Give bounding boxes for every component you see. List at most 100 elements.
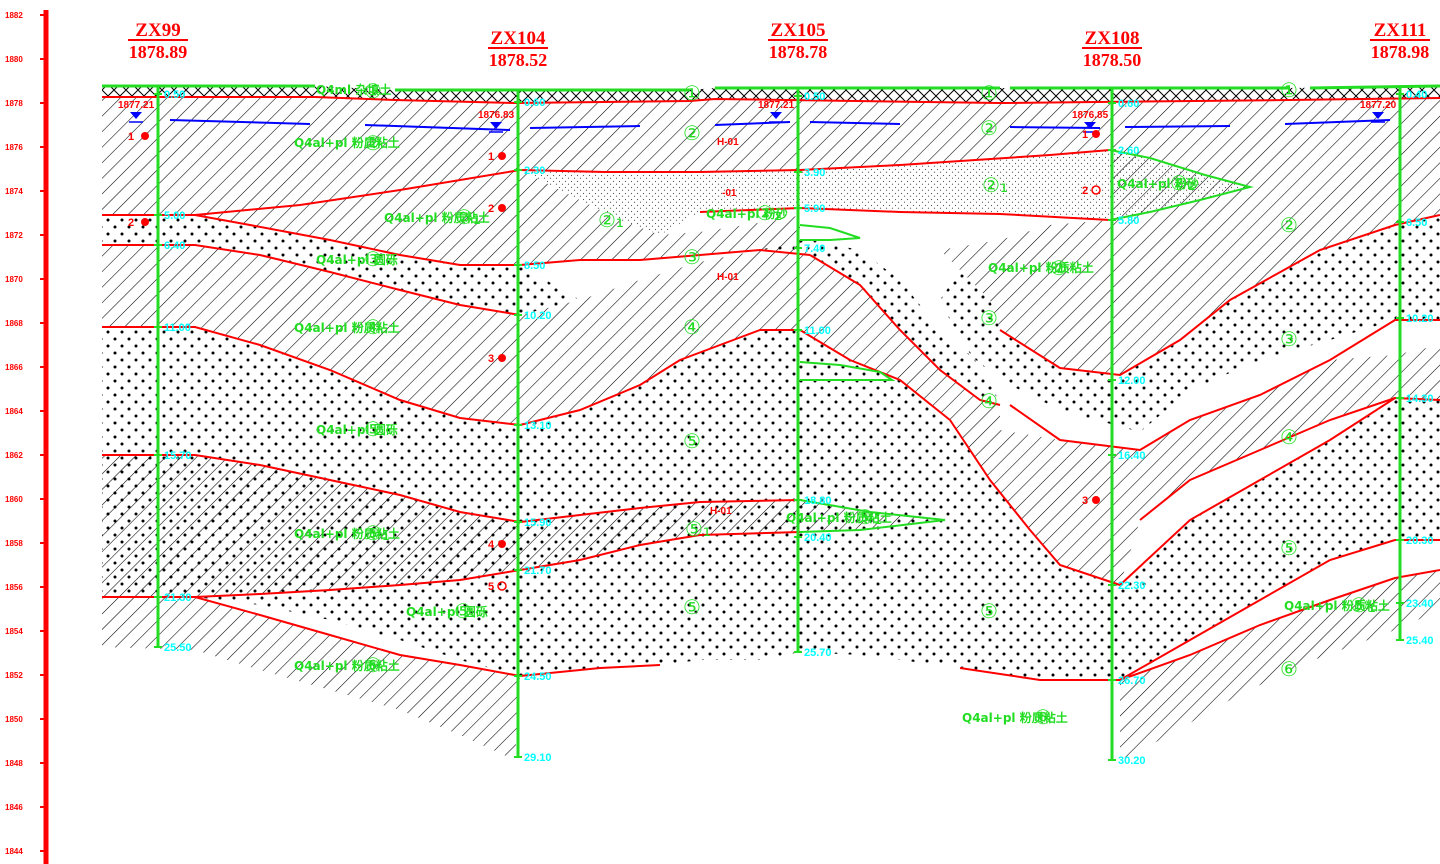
scale-tick-label: 1870: [5, 275, 23, 284]
num-layer-1c: ①: [980, 81, 998, 105]
label-layer-2-1: Q4al+pl 粉质粘土: [384, 210, 490, 225]
sample-label: 5: [488, 581, 494, 593]
num-layer-5d: ⑤: [454, 599, 472, 623]
sample-label: 2: [128, 217, 134, 229]
borehole-name: ZX108: [1085, 28, 1140, 49]
scale-tick-label: 1858: [5, 539, 23, 548]
depth-label: 6.50: [1406, 217, 1427, 229]
tag-label: H-01: [717, 137, 739, 148]
borehole-zx105: ZX1051878.780.503.905.907.4011.0018.8020…: [758, 20, 832, 659]
num-layer-3: ③: [364, 247, 382, 271]
borehole-name: ZX104: [491, 28, 546, 49]
water-level-label: 1877.21: [758, 100, 795, 111]
scale-tick-label: 1866: [5, 363, 23, 372]
sample-dot: [1092, 496, 1100, 504]
layer-fills: [102, 86, 1440, 760]
depth-label: 23.40: [1406, 598, 1434, 610]
sample-dot: [498, 354, 506, 362]
depth-label: 22.30: [1118, 580, 1146, 592]
label-layer-2-2: Q4al+pl 粉砂: [706, 206, 788, 221]
depth-label: 0.40: [1406, 89, 1427, 101]
depth-label: 8.50: [524, 260, 545, 272]
sample-dot: [498, 540, 506, 548]
water-level-icon: [1084, 122, 1096, 129]
clay-layer-2: [102, 97, 1440, 375]
borehole-elevation: 1878.89: [129, 42, 188, 62]
num-layer-2-2b: ②₂: [1170, 171, 1196, 195]
depth-label: 5.90: [804, 203, 825, 215]
clay-layer-6b: [1120, 570, 1440, 760]
depth-label: 0.60: [524, 97, 545, 109]
num-layer-5-1c: ⑤₁: [856, 505, 882, 529]
scale-tick-label: 1844: [5, 847, 23, 856]
sample-dot: [498, 152, 506, 160]
depth-label: 24.50: [524, 671, 552, 683]
num-layer-5f: ⑤: [980, 599, 998, 623]
elevation-scale: 1882188018781876187418721870186818661864…: [5, 10, 49, 864]
layer-boundaries: [102, 96, 1440, 681]
layer-labels: Q4ml 杂填土 ① ① ① ① Q4al+pl 粉质粘土 ② ② ② ② Q4…: [294, 78, 1390, 729]
scale-tick-label: 1850: [5, 715, 23, 724]
water-level-icon: [1372, 112, 1384, 119]
num-layer-4c: ④: [980, 389, 998, 413]
num-layer-5-1: ⑤₁: [364, 521, 390, 545]
scale-tick-label: 1854: [5, 627, 23, 636]
depth-label: 10.20: [524, 310, 552, 322]
depth-label: 25.40: [1406, 635, 1434, 647]
depth-label: 3.90: [804, 167, 825, 179]
num-layer-1d: ①: [1280, 78, 1298, 102]
tags: H-01 -01 H-01 H-01: [710, 137, 739, 517]
depth-label: 7.40: [804, 243, 825, 255]
water-level-icon: [770, 112, 782, 119]
num-layer-1: ①: [364, 79, 382, 103]
num-layer-5c: ⑤: [1280, 536, 1298, 560]
num-layer-2b: ②: [683, 121, 701, 145]
depth-label: 6.40: [164, 240, 185, 252]
depth-label: 20.30: [1406, 535, 1434, 547]
sample-dot: [497, 581, 507, 591]
borehole-zx99: ZX991878.890.505.006.4011.0015.7021.3025…: [118, 20, 192, 654]
borehole-zx111: ZX1111878.980.406.5010.2014.3020.3023.40…: [1360, 20, 1434, 647]
num-layer-1b: ①: [683, 81, 701, 105]
depth-label: 25.70: [804, 647, 832, 659]
num-layer-4: ④: [364, 315, 382, 339]
label-layer-2: Q4al+pl 粉质粘土: [294, 135, 400, 150]
depth-label: 11.00: [804, 325, 831, 337]
sample-dot: [498, 204, 506, 212]
depth-label: 11.00: [164, 322, 191, 334]
label-layer-3: Q4al+pl 圆砾: [316, 252, 398, 267]
label-layer-5-1c: Q4al+pl 粉质粘土: [786, 510, 892, 525]
depth-label: 2.60: [1118, 145, 1139, 157]
num-layer-2-1: ②₁: [455, 205, 481, 229]
sample-dot: [1091, 185, 1101, 195]
clay-layer-6: [102, 597, 520, 760]
num-layer-3d: ③: [1280, 327, 1298, 351]
depth-label: 5.00: [164, 210, 185, 222]
num-layer-6c: ⑥: [1280, 657, 1298, 681]
label-layer-6: Q4al+pl 粉质粘土: [294, 658, 400, 673]
num-layer-4b: ④: [683, 315, 701, 339]
gravel-layer-3: [102, 215, 1440, 432]
scale-tick-label: 1856: [5, 583, 23, 592]
label-layer-5-low: Q4al+pl 圆砾: [406, 604, 488, 619]
borehole-zx104: ZX1041878.520.602.308.5010.2013.1015.902…: [478, 28, 552, 764]
depth-label: 21.30: [164, 592, 192, 604]
num-layer-2-1c: ②₁: [982, 173, 1008, 197]
num-layer-2c: ②: [980, 116, 998, 140]
depth-label: 5.80: [1118, 215, 1139, 227]
num-layer-2d: ②: [1280, 213, 1298, 237]
scale-tick-label: 1882: [5, 11, 23, 20]
depth-label: 10.20: [1406, 313, 1434, 325]
borehole-elevation: 1878.98: [1371, 42, 1430, 62]
ground-surface: [102, 84, 1440, 92]
water-level-label: 1877.20: [1360, 100, 1397, 111]
tag-label: -01: [722, 188, 737, 199]
label-layer-5-1d: Q4al+pl 粉质粘土: [1284, 598, 1390, 613]
boreholes: ZX991878.890.505.006.4011.0015.7021.3025…: [118, 20, 1434, 767]
water-table: [169, 119, 1391, 131]
depth-label: 21.70: [524, 565, 552, 577]
num-layer-3c: ③: [980, 306, 998, 330]
num-layer-5-1b: ⑤₁: [685, 517, 711, 541]
depth-label: 15.70: [164, 450, 192, 462]
num-layer-5-1d: ⑤₁: [1350, 593, 1376, 617]
